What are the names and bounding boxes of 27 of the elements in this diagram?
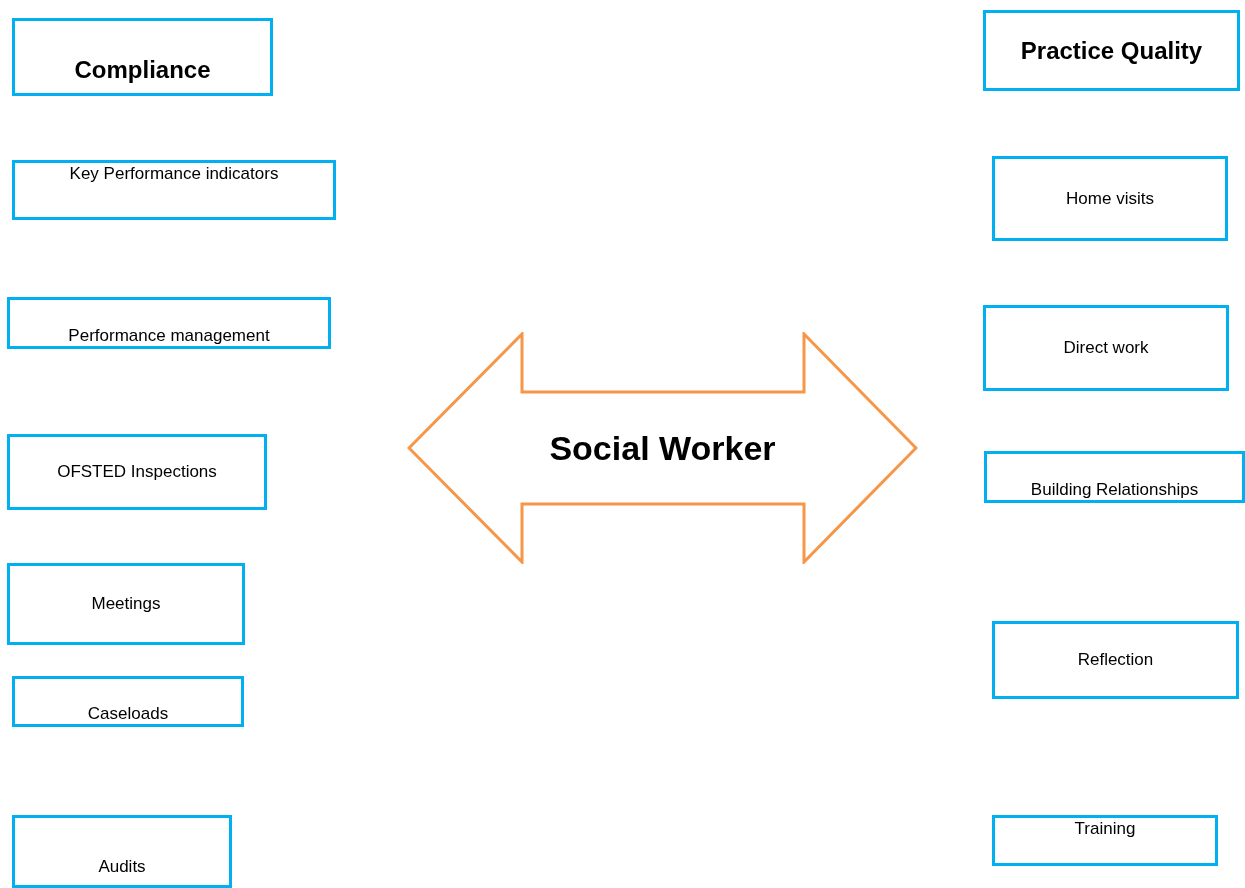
text-box [7, 434, 267, 510]
text-box [983, 10, 1240, 91]
heading-text: Social Worker [549, 427, 776, 469]
heading-text: Compliance [74, 55, 211, 85]
text-box [12, 676, 244, 727]
text-box [984, 451, 1245, 503]
box-label: Caseloads [87, 702, 169, 724]
box-label: OFSTED Inspections [57, 461, 217, 483]
text-box [12, 18, 273, 96]
text-box [992, 621, 1239, 699]
box-label: Direct work [1063, 337, 1149, 359]
box-label: Building Relationships [1030, 478, 1199, 500]
text-box [12, 815, 232, 888]
text-box [12, 160, 336, 220]
heading-text: Practice Quality [1020, 35, 1203, 66]
box-label: Meetings [91, 593, 161, 615]
box-label: Home visits [1066, 187, 1154, 210]
box-label: Audits [98, 855, 146, 877]
text-box [983, 305, 1229, 391]
box-label: Performance management [68, 324, 270, 346]
text-box [7, 297, 331, 349]
box-label: Reflection [1077, 649, 1154, 671]
box-label: Training [1074, 818, 1136, 840]
text-box [992, 815, 1218, 866]
box-label: Key Performance indicators [69, 163, 279, 185]
text-box [7, 563, 245, 645]
text-box [992, 156, 1228, 241]
